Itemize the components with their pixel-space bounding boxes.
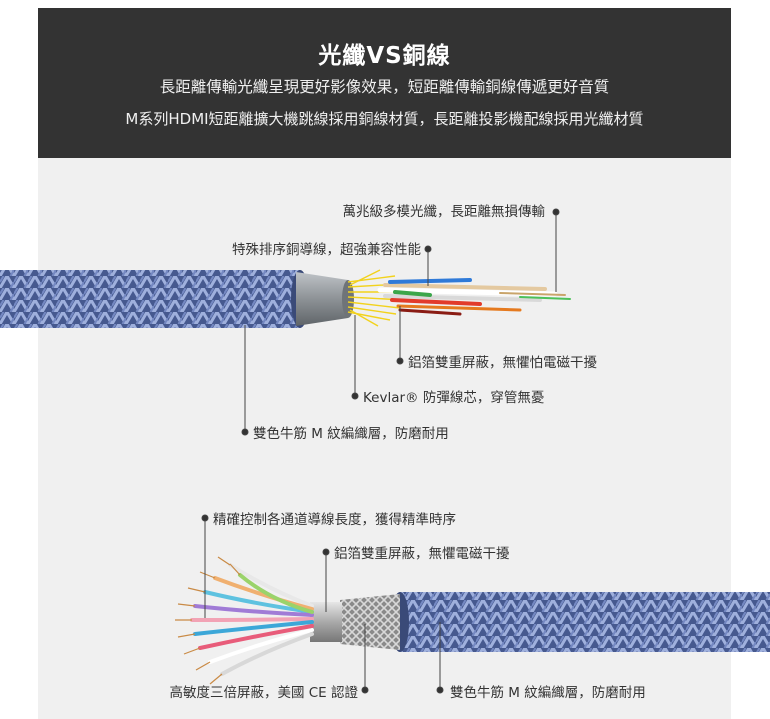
label-fiber-kevlar: Kevlar® 防彈線芯，穿管無憂 [363, 390, 545, 406]
page-title: 光纖VS銅線 [318, 43, 451, 69]
copper-callouts [201, 514, 444, 694]
label-fiber-braid: 雙色牛筋 M 紋編織層，防磨耐用 [253, 426, 449, 442]
label-copper-triple-shield: 高敏度三倍屏蔽，美國 CE 認證 [169, 685, 358, 701]
subtitle-line-2: M系列HDMI短距離擴大機跳線採用銅線材質，長距離投影機配線採用光纖材質 [125, 110, 644, 128]
copper-inner-wires [190, 563, 314, 676]
label-copper-braid: 雙色牛筋 M 紋編織層，防磨耐用 [450, 685, 646, 701]
fiber-cable-jacket [296, 272, 354, 326]
copper-metal-shield [340, 594, 400, 650]
label-fiber-foil-shield: 鋁箔雙重屏蔽，無懼怕電磁干擾 [408, 355, 597, 371]
fiber-inner-wires [377, 278, 571, 316]
label-fiber-copper-wire: 特殊排序銅導線，超強兼容性能 [232, 242, 421, 258]
copper-wire-tips [175, 556, 241, 685]
header-banner: 光纖VS銅線 長距離傳輸光纖呈現更好影像效果，短距離傳輸銅線傳遞更好音質 M系列… [38, 8, 731, 158]
copper-cable-braid [391, 592, 770, 652]
fiber-cable-braid [0, 270, 309, 328]
label-copper-foil-shield: 鋁箔雙重屏蔽，無懼電磁干擾 [334, 546, 510, 562]
label-fiber-multimode: 萬兆級多模光纖，長距離無損傳輸 [342, 204, 546, 220]
fiber-callouts [241, 208, 560, 436]
label-copper-precision: 精確控制各通道導線長度，獲得精準時序 [213, 512, 456, 528]
subtitle-line-1: 長距離傳輸光纖呈現更好影像效果，短距離傳輸銅線傳遞更好音質 [159, 78, 610, 96]
